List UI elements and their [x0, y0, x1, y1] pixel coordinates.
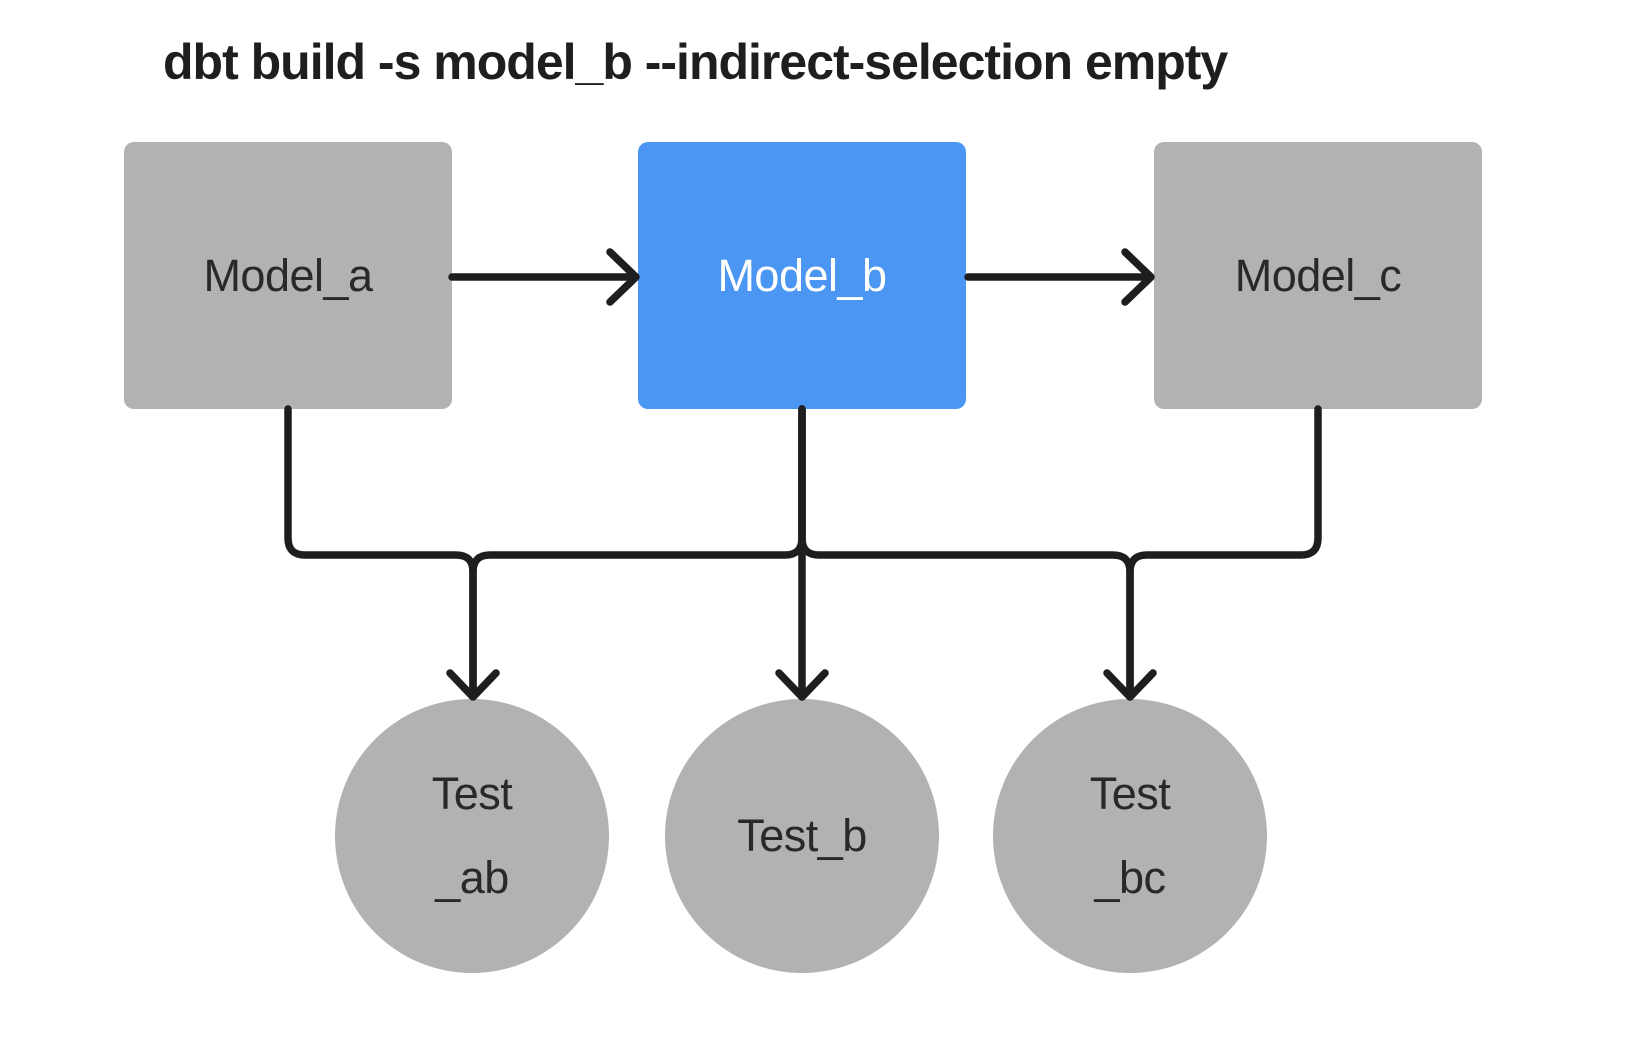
arrowhead-test-b-icon: [775, 669, 829, 701]
edge-model-c-to-test-bc: [1126, 405, 1322, 694]
node-model-c-label: Model_c: [1234, 249, 1402, 301]
node-test-b: Test_b: [665, 699, 939, 973]
node-test-ab-label-line1: Test: [431, 768, 513, 819]
node-test-b-label-line1: Test_b: [737, 810, 867, 861]
node-model-b-label: Model_b: [717, 249, 887, 301]
diagram-title: dbt build -s model_b --indirect-selectio…: [163, 34, 1228, 90]
arrowhead-model-c-icon: [1121, 248, 1155, 306]
node-test-bc-label-line1: Test: [1089, 768, 1171, 819]
edge-model-a-to-test-ab: [284, 405, 477, 694]
node-model-a: Model_a: [124, 142, 452, 409]
arrowhead-test-ab-icon: [446, 669, 500, 701]
node-test-bc: Test _bc: [993, 699, 1267, 973]
node-model-c: Model_c: [1154, 142, 1482, 409]
node-model-a-label: Model_a: [203, 249, 373, 301]
node-test-bc-label-line2: _bc: [1094, 852, 1166, 903]
node-test-ab-label-line2: _ab: [435, 852, 509, 903]
arrowhead-test-bc-icon: [1103, 669, 1157, 701]
node-model-b-selected: Model_b: [638, 142, 966, 409]
edge-model-b-to-test-ab: [469, 405, 806, 694]
node-test-ab: Test _ab: [335, 699, 609, 973]
edge-model-b-to-test-bc: [798, 405, 1134, 694]
arrowhead-model-b-icon: [606, 248, 640, 306]
